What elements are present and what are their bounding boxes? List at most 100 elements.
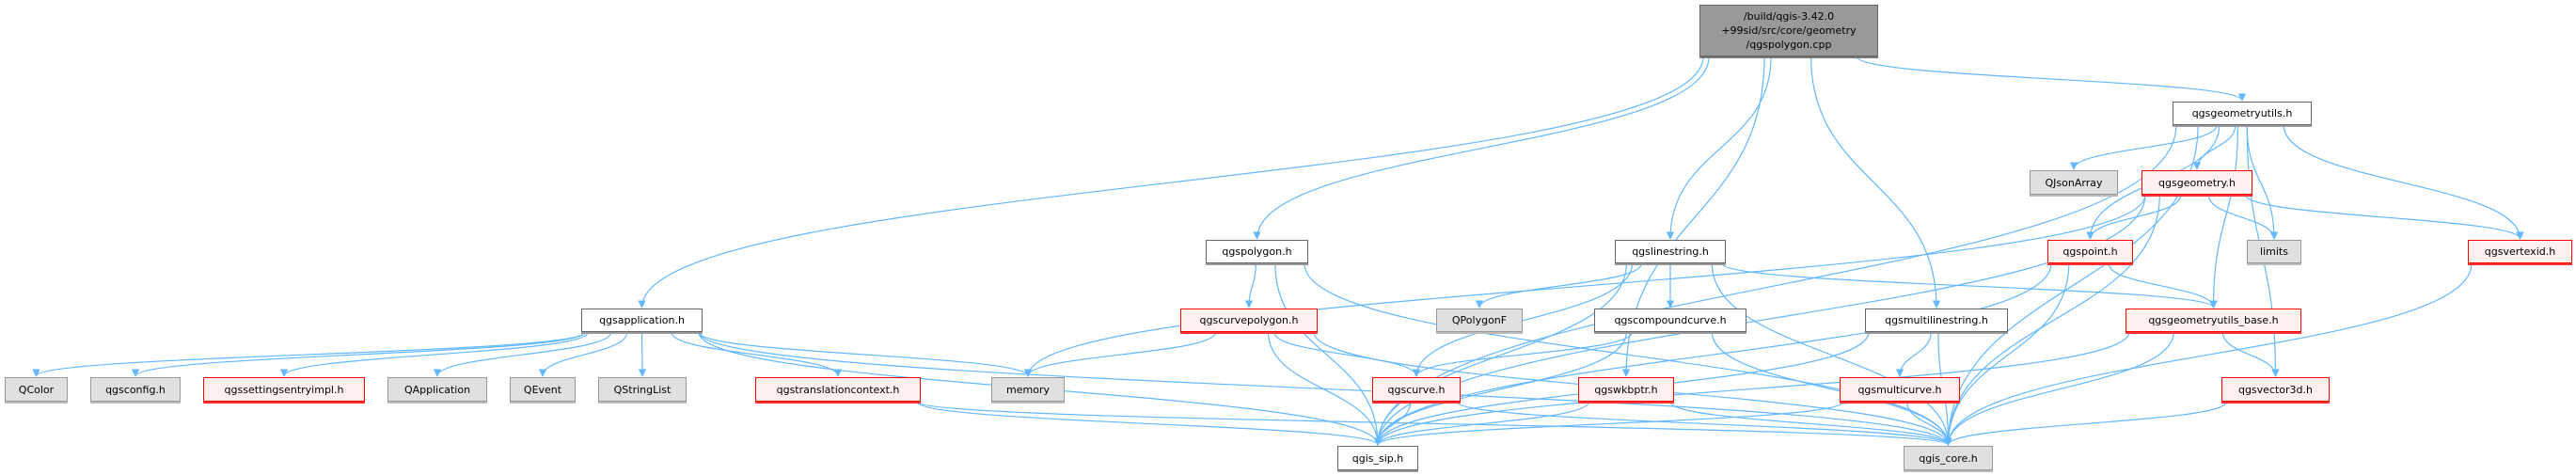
node-label: QPolygonF xyxy=(1451,314,1508,326)
node-label: qgsgeometryutils_base.h xyxy=(2148,314,2279,326)
edge-qgstranslationcontext-to-qgis_sip xyxy=(916,401,1383,446)
edge-qgslinestring-to-qgsgeometryutils_base xyxy=(1721,262,2218,309)
node-qgsmultilinestring[interactable]: qgsmultilinestring.h xyxy=(1865,309,2008,332)
edge-qgslinestring-to-qgis_core xyxy=(1711,262,1952,446)
edge-qgstranslationcontext-to-qgis_core xyxy=(916,401,1952,446)
edge-qgsapplication-to-qevent xyxy=(538,331,628,377)
edge-qgspolygon-to-qgis_core xyxy=(1304,262,1952,446)
node-qpolygonf[interactable]: QPolygonF xyxy=(1436,309,1523,332)
node-qgspolygon[interactable]: qgspolygon.h xyxy=(1206,240,1308,263)
edge-qgscurvepolygon-to-memory xyxy=(1023,331,1217,377)
edge-root-to-qgsmultilinestring xyxy=(1810,55,1941,309)
node-qgsgeometryutils-base[interactable]: qgsgeometryutils_base.h xyxy=(2126,309,2301,332)
node-label: qgscompoundcurve.h xyxy=(1614,314,1727,326)
node-qgssettingsentryimpl[interactable]: qgssettingsentryimpl.h xyxy=(203,377,365,402)
node-qgsapplication[interactable]: qgsapplication.h xyxy=(581,309,703,332)
node-qgsconfig[interactable]: qgsconfig.h xyxy=(90,377,181,402)
node-label: qgscurvepolygon.h xyxy=(1199,314,1299,326)
edge-qgsvector3d-to-qgis_core xyxy=(1944,401,2227,446)
node-qgsvector3d[interactable]: qgsvector3d.h xyxy=(2221,377,2330,402)
node-label: qgsapplication.h xyxy=(599,314,685,326)
node-label: QEvent xyxy=(523,383,562,396)
edge-qgsgeometry-to-limits xyxy=(2207,194,2279,240)
edge-qgsgeometryutils-to-qjsonarray xyxy=(2069,124,2218,170)
node-qgis-sip[interactable]: qgis_sip.h xyxy=(1337,446,1418,470)
node-qevent[interactable]: QEvent xyxy=(510,377,576,402)
edge-qgslinestring-to-qpolygonf xyxy=(1475,262,1643,309)
edge-root-to-qgslinestring xyxy=(1666,55,1772,240)
node-label: qgsvector3d.h xyxy=(2237,383,2314,396)
node-qgsgeometry[interactable]: qgsgeometry.h xyxy=(2141,170,2252,195)
edge-qgsgeometryutils_base-to-qgis_core xyxy=(1944,331,2174,446)
node-label: qgssettingsentryimpl.h xyxy=(224,383,344,396)
edge-qgsgeometry-to-memory xyxy=(1023,194,2146,377)
node-label: qgstranslationcontext.h xyxy=(776,383,900,396)
node-qgslinestring[interactable]: qgslinestring.h xyxy=(1615,240,1726,263)
node-qgscompoundcurve[interactable]: qgscompoundcurve.h xyxy=(1594,309,1746,332)
node-label: qgsvertexid.h xyxy=(2484,245,2556,258)
edge-qgsgeometryutils-to-qgsvertexid xyxy=(2283,124,2524,240)
edge-qgsmultilinestring-to-qgsmulticurve xyxy=(1895,331,1932,377)
node-label: qgscurve.h xyxy=(1387,383,1446,396)
node-qgspoint[interactable]: qgspoint.h xyxy=(2047,240,2133,263)
node-qgsmulticurve[interactable]: qgsmulticurve.h xyxy=(1840,377,1960,402)
node-label: limits xyxy=(2260,245,2288,258)
node-label: /build/qgis-3.42.0 +99sid/src/core/geome… xyxy=(1721,10,1857,51)
edge-root-to-qgsgeometryutils xyxy=(1856,55,2247,102)
node-qgswkbptr[interactable]: qgswkbptr.h xyxy=(1578,377,1674,402)
edge-qgscompoundcurve-to-qgscurve xyxy=(1412,331,1634,377)
edge-qgsapplication-to-qapplication xyxy=(433,331,612,377)
node-label: QJsonArray xyxy=(2045,176,2103,189)
edge-qgsapplication-to-memory xyxy=(698,331,1033,377)
node-qcolor[interactable]: QColor xyxy=(5,377,68,402)
node-qgscurvepolygon[interactable]: qgscurvepolygon.h xyxy=(1180,309,1318,332)
edge-qgscurve-to-qgis_core xyxy=(1456,401,1952,446)
node-label: qgslinestring.h xyxy=(1632,245,1709,258)
node-qstringlist[interactable]: QStringList xyxy=(598,377,687,402)
edge-qgspolygon-to-qgscurvepolygon xyxy=(1244,262,1256,309)
node-qapplication[interactable]: QApplication xyxy=(387,377,487,402)
node-qgsgeometryutils[interactable]: qgsgeometryutils.h xyxy=(2173,102,2312,125)
node-root[interactable]: /build/qgis-3.42.0 +99sid/src/core/geome… xyxy=(1699,5,1878,56)
node-label: qgis_sip.h xyxy=(1351,451,1404,465)
node-memory[interactable]: memory xyxy=(991,377,1065,402)
node-label: qgsmultilinestring.h xyxy=(1885,314,1988,326)
node-label: qgsconfig.h xyxy=(105,383,166,396)
edge-qgscurvepolygon-to-qgis_sip xyxy=(1267,331,1383,446)
edge-qgsapplication-to-qgstranslationcontext xyxy=(671,331,843,377)
edge-qgsvertexid-to-qgis_core xyxy=(1944,262,2473,446)
edge-qgspoint-to-qgis_core xyxy=(1944,262,2070,446)
node-qgstranslationcontext[interactable]: qgstranslationcontext.h xyxy=(755,377,921,402)
edge-root-to-qgspolygon xyxy=(1253,55,1710,240)
edge-qgspoint-to-qgis_sip xyxy=(1373,262,2052,446)
node-label: QStringList xyxy=(613,383,672,396)
edge-qgspolygon-to-qgis_sip xyxy=(1274,262,1383,446)
edge-root-to-qgsapplication xyxy=(638,55,1704,309)
node-limits[interactable]: limits xyxy=(2247,240,2301,263)
node-label: QApplication xyxy=(403,383,471,396)
edge-qgsgeometry-to-qgsvertexid xyxy=(2244,194,2524,240)
node-qjsonarray[interactable]: QJsonArray xyxy=(2030,170,2118,195)
edge-qgswkbptr-to-qgis_sip xyxy=(1373,401,1589,446)
edge-qgsapplication-to-qgssettingsentryimpl xyxy=(279,331,590,377)
node-label: qgis_core.h xyxy=(1919,451,1978,465)
edge-qgspoint-to-qgsgeometryutils_base xyxy=(2108,262,2218,309)
edge-qgswkbptr-to-qgis_core xyxy=(1669,401,1952,446)
node-qgscurve[interactable]: qgscurve.h xyxy=(1372,377,1461,402)
edge-qgsapplication-to-qgsconfig xyxy=(131,331,586,377)
node-label: qgsgeometry.h xyxy=(2158,176,2236,189)
edge-qgscurvepolygon-to-qgscurve xyxy=(1273,331,1421,377)
edge-qgscompoundcurve-to-qgis_core xyxy=(1711,331,1952,446)
node-label: qgspoint.h xyxy=(2062,245,2118,258)
node-qgsvertexid[interactable]: qgsvertexid.h xyxy=(2468,240,2572,263)
edge-qgsmulticurve-to-qgis_sip xyxy=(1373,401,1844,446)
edge-qgsgeometryutils_base-to-qgsvector3d xyxy=(2221,331,2280,377)
node-label: qgswkbptr.h xyxy=(1594,383,1658,396)
node-label: qgsmulticurve.h xyxy=(1857,383,1942,396)
edge-qgsgeometryutils-to-qgsgeometryutils_base xyxy=(2209,124,2239,309)
edge-qgsapplication-to-qcolor xyxy=(32,331,586,377)
node-qgis-core[interactable]: qgis_core.h xyxy=(1904,446,1993,470)
edge-qgsgeometryutils_base-to-qgis_sip xyxy=(1373,331,2130,446)
